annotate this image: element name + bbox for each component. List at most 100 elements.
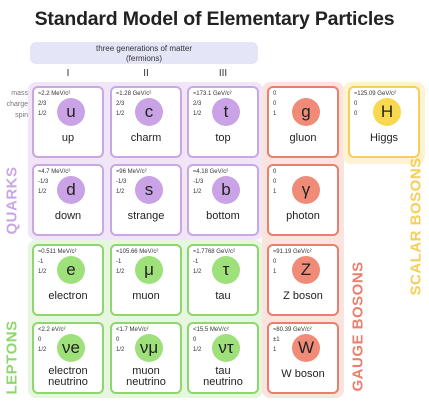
particle-card-muon[interactable]: ≈105.66 MeV/c² -1 1/2 μ muon [110,244,182,316]
charge-value: 0 [273,259,277,265]
particle-card-bottom[interactable]: ≈4.18 GeV/c² -1/3 1/2 b bottom [187,164,259,236]
particle-name: charm [130,132,162,144]
particle-name: top [215,132,231,144]
charge-value: 2/3 [116,101,125,107]
charge-value: -1/3 [38,179,49,185]
particle-name-line2: neutrino [48,376,88,388]
generations-banner: three generations of matter (fermions) [30,42,258,64]
particle-name: electron [48,290,88,302]
charge-value: 0 [354,101,358,107]
particle-symbol: H [373,98,401,126]
particle-symbol: ντ [212,334,240,362]
charge-value: 0 [193,337,197,343]
charge-value: -1/3 [193,179,204,185]
spin-value: 1 [273,189,277,195]
particle-card-strange[interactable]: ≈96 MeV/c² -1/3 1/2 s strange [110,164,182,236]
particle-symbol: νμ [135,334,163,362]
spin-value: 1 [273,111,277,117]
spin-value: 1/2 [38,111,47,117]
particle-symbol: c [135,98,163,126]
mass-value: ≈1.28 GeV/c² [116,91,152,97]
particle-symbol: νe [57,334,85,362]
particle-name: photon [286,210,320,222]
particle-symbol: g [292,98,320,126]
mass-value: ≈1.7768 GeV/c² [193,249,235,255]
particle-symbol: γ [292,176,320,204]
row-label-mass: mass [11,90,28,97]
particle-symbol: d [57,176,85,204]
row-label-charge: charge [6,101,28,108]
generation-3-label: III [218,68,228,79]
charge-value: 0 [38,337,42,343]
particle-card-higgs[interactable]: ≈125.09 GeV/c² 0 0 H Higgs [348,86,420,158]
particle-card-charm[interactable]: ≈1.28 GeV/c² 2/3 1/2 c charm [110,86,182,158]
particle-name-line1: muon [132,365,160,377]
particle-name: gluon [289,132,317,144]
particle-name: W boson [281,368,325,380]
quarks-side-label: QUARKS [3,166,21,235]
page-title: Standard Model of Elementary Particles [34,8,395,30]
spin-value: 1/2 [38,269,47,275]
spin-value: 1 [273,347,277,353]
mass-value: <2.2 eV/c² [38,327,66,333]
particle-card-gluon[interactable]: 0 0 1 g gluon [267,86,339,158]
particle-symbol: s [135,176,163,204]
particle-name: strange [127,210,165,222]
particle-name: Higgs [369,132,399,144]
mass-value: <15.5 MeV/c² [193,327,229,333]
charge-value: 2/3 [38,101,47,107]
particle-name: Z boson [283,290,323,302]
particle-name-line1: electron [48,365,88,377]
particle-symbol: W [292,334,320,362]
particle-card-down[interactable]: ≈4.7 MeV/c² -1/3 1/2 d down [32,164,104,236]
mass-value: ≈96 MeV/c² [116,169,147,175]
mass-value: ≈105.66 MeV/c² [116,249,159,255]
particle-card-z-boson[interactable]: ≈91.19 GeV/c² 0 1 Z Z boson [267,244,339,316]
gauge-bosons-side-label: GAUGE BOSONS [349,261,367,392]
mass-value: ≈2.2 MeV/c² [38,91,71,97]
particle-name: muon [132,290,160,302]
particle-symbol: u [57,98,85,126]
charge-value: ±1 [273,337,280,343]
particle-name: bottom [206,210,240,222]
particle-name: up [61,132,75,144]
charge-value: 0 [116,337,120,343]
charge-value: 2/3 [193,101,202,107]
particle-symbol: b [212,176,240,204]
mass-value: ≈173.1 GeV/c² [193,91,232,97]
scalar-bosons-side-label: SCALAR BOSONS [407,157,425,296]
particle-symbol: e [57,256,85,284]
particle-card-up[interactable]: ≈2.2 MeV/c² 2/3 1/2 u up [32,86,104,158]
particle-card-photon[interactable]: 0 0 1 γ photon [267,164,339,236]
particle-symbol: μ [135,256,163,284]
row-label-spin: spin [15,112,28,119]
particle-card-top[interactable]: ≈173.1 GeV/c² 2/3 1/2 t top [187,86,259,158]
mass-value: 0 [273,169,277,175]
charge-value: -1 [38,259,44,265]
mass-value: ≈4.18 GeV/c² [193,169,229,175]
spin-value: 1/2 [38,189,47,195]
mass-value: ≈80.39 GeV/c² [273,327,312,333]
mass-value: <1.7 MeV/c² [116,327,149,333]
particle-card-w-boson[interactable]: ≈80.39 GeV/c² ±1 1 W W boson [267,322,339,394]
mass-value: ≈4.7 MeV/c² [38,169,71,175]
generation-1-label: I [66,68,70,79]
particle-card-electron[interactable]: ≈0.511 MeV/c² -1 1/2 e electron [32,244,104,316]
particle-name-line1: tau [215,365,231,377]
particle-symbol: Z [292,256,320,284]
particle-card-tau[interactable]: ≈1.7768 GeV/c² -1 1/2 τ tau [187,244,259,316]
charge-value: -1 [116,259,122,265]
particle-symbol: t [212,98,240,126]
particle-name: down [54,210,82,222]
spin-value: 1/2 [193,347,202,353]
spin-value: 1/2 [193,269,202,275]
mass-value: 0 [273,91,277,97]
generations-banner-line1: three generations of matter [95,44,193,53]
spin-value: 1/2 [116,189,125,195]
spin-value: 1/2 [116,269,125,275]
particle-name-line2: neutrino [126,376,166,388]
